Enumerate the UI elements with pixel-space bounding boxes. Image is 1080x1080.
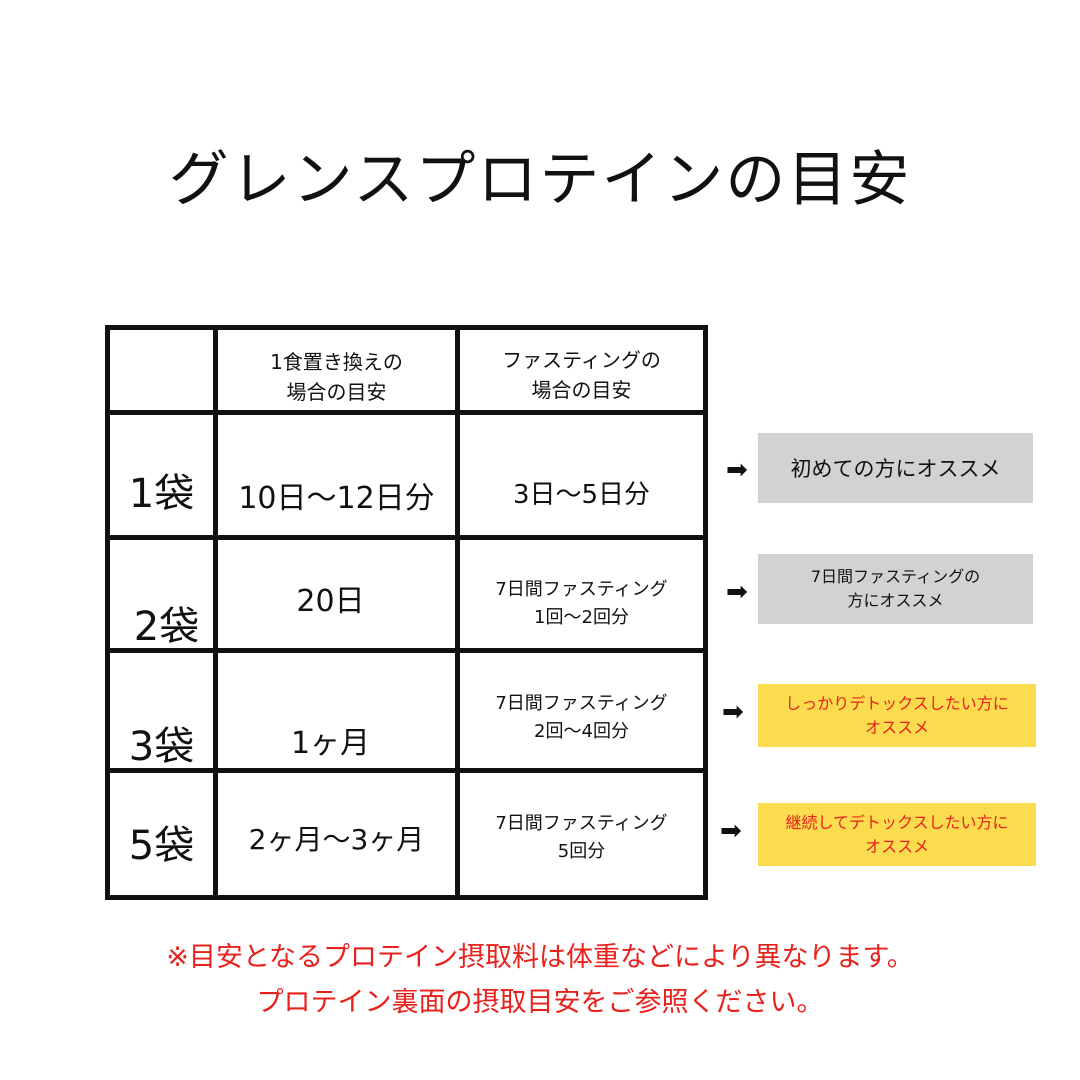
row4-fasting-line2: 5回分	[557, 841, 606, 862]
row3-bags: 3袋	[128, 724, 195, 770]
row4-fasting: 7日間ファスティング 5回分	[460, 808, 703, 868]
column-divider	[213, 325, 218, 900]
header-fasting-line2: 場合の目安	[531, 377, 632, 402]
header-meal-replacement: 1食置き換えの 場合の目安	[218, 342, 455, 412]
recommendation-text: 初めての方にオススメ	[790, 457, 1001, 481]
row1-fasting: 3日〜5日分	[512, 480, 651, 510]
recommendation-text: オススメ	[864, 836, 929, 856]
row-divider	[105, 410, 708, 415]
recommendation-badge: 初めての方にオススメ	[758, 433, 1033, 503]
protein-guide-table: 1食置き換えの 場合の目安 ファスティングの 場合の目安 1袋 10日〜12日分…	[105, 325, 708, 900]
row1-meal: 10日〜12日分	[238, 481, 435, 516]
arrow-right-icon: ➡	[722, 697, 744, 727]
row2-meal: 20日	[296, 583, 365, 619]
row2-fasting-line2: 1回〜2回分	[534, 607, 629, 628]
row2-fasting-line1: 7日間ファスティング	[495, 579, 668, 600]
row1-bags: 1袋	[128, 471, 195, 517]
header-fasting-line1: ファスティングの	[502, 347, 661, 372]
row2-bags: 2袋	[133, 603, 200, 650]
header-meal-line1: 1食置き換えの	[270, 350, 403, 374]
recommendation-badge: 継続してデトックスしたい方に オススメ	[758, 803, 1036, 866]
row4-meal: 2ヶ月〜3ヶ月	[248, 823, 425, 856]
row3-fasting: 7日間ファスティング 2回〜4回分	[460, 688, 703, 748]
recommendation-text: しっかりデトックスしたい方に	[785, 693, 1009, 713]
header-meal-line2: 場合の目安	[286, 380, 387, 404]
recommendation-text: 7日間ファスティングの	[810, 567, 981, 586]
row4-fasting-line1: 7日間ファスティング	[495, 813, 668, 834]
row-divider	[105, 648, 708, 653]
row-divider	[105, 535, 708, 540]
recommendation-badge: しっかりデトックスしたい方に オススメ	[758, 684, 1036, 747]
row-divider	[105, 768, 708, 773]
arrow-right-icon: ➡	[720, 816, 742, 846]
column-divider	[455, 325, 460, 900]
disclaimer-line2: プロテイン裏面の摂取目安をご参照ください。	[256, 987, 824, 1018]
disclaimer-line1: ※目安となるプロテイン摂取料は体重などにより異なります。	[166, 942, 914, 973]
row4-bags: 5袋	[128, 823, 195, 869]
recommendation-text: 継続してデトックスしたい方に	[785, 812, 1009, 832]
recommendation-text: オススメ	[864, 717, 929, 737]
arrow-right-icon: ➡	[726, 577, 748, 607]
header-fasting: ファスティングの 場合の目安	[460, 342, 703, 407]
page-title: グレンスプロテインの目安	[168, 145, 912, 215]
row3-meal: 1ヶ月	[290, 726, 371, 761]
row3-fasting-line2: 2回〜4回分	[534, 721, 629, 742]
row2-fasting: 7日間ファスティング 1回〜2回分	[460, 574, 703, 634]
arrow-right-icon: ➡	[726, 455, 748, 485]
row3-fasting-line1: 7日間ファスティング	[495, 693, 668, 714]
recommendation-text: 方にオススメ	[847, 591, 944, 610]
recommendation-badge: 7日間ファスティングの 方にオススメ	[758, 554, 1033, 624]
